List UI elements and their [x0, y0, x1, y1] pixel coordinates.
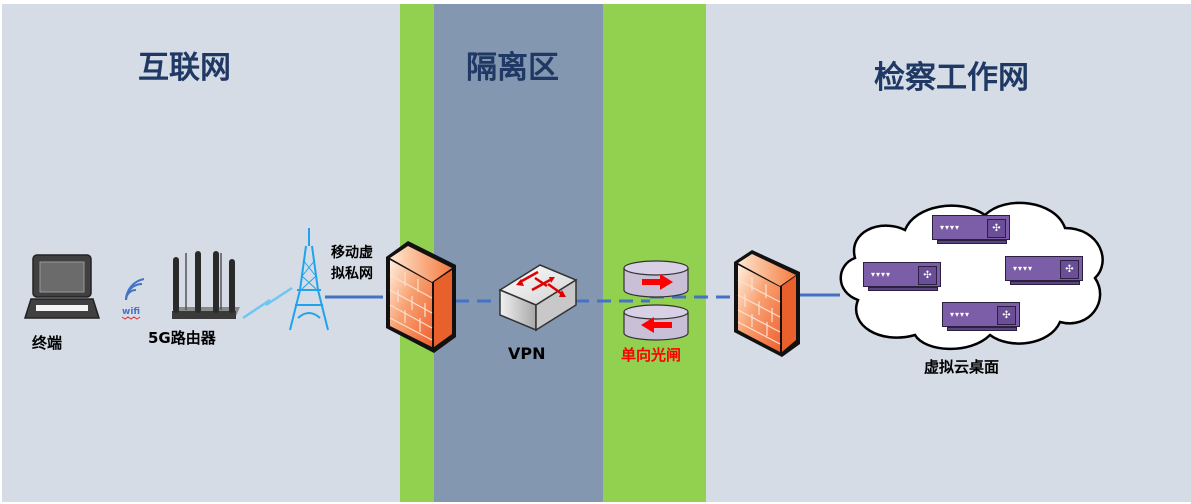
zone-internet	[2, 4, 400, 502]
one-way-gateway-icon[interactable]	[623, 260, 689, 341]
server-icon[interactable]: ▾▾▾▾ ✣	[942, 302, 1020, 332]
firewall-icon[interactable]	[734, 250, 800, 357]
label-terminal: 终端	[32, 334, 63, 352]
router-icon[interactable]	[172, 251, 240, 319]
zone-dmz-border-right	[603, 4, 706, 502]
switch-icon[interactable]	[498, 264, 578, 332]
zone-dmz	[434, 4, 603, 502]
server-icon[interactable]: ▾▾▾▾ ✣	[932, 215, 1010, 245]
signal-bolt-icon	[242, 286, 293, 320]
label-virtual-cloud-desktop: 虚拟云桌面	[924, 358, 1000, 376]
cell-tower-icon[interactable]	[289, 228, 329, 331]
zone-title-work-network: 检察工作网	[874, 60, 1029, 96]
svg-text:wifi: wifi	[122, 307, 140, 317]
laptop-icon[interactable]	[23, 254, 101, 319]
zone-title-internet: 互联网	[138, 50, 231, 86]
label-router: 5G路由器	[148, 329, 216, 347]
label-vpn: VPN	[508, 344, 546, 363]
cloud-icon[interactable]	[839, 201, 1104, 351]
firewall-icon[interactable]	[386, 241, 456, 353]
zone-title-dmz: 隔离区	[466, 50, 559, 86]
label-tower-line1: 移动虚	[331, 245, 373, 261]
server-icon[interactable]: ▾▾▾▾ ✣	[863, 262, 941, 292]
wifi-icon: wifi	[121, 278, 145, 320]
gateway-upper-drum	[623, 260, 689, 298]
link-dashed-dmz	[455, 295, 735, 303]
label-one-way-gateway: 单向光闸	[621, 346, 682, 364]
label-tower-line2: 拟私网	[331, 266, 373, 282]
server-icon[interactable]: ▾▾▾▾ ✣	[1005, 256, 1083, 286]
gateway-lower-drum	[623, 304, 689, 341]
